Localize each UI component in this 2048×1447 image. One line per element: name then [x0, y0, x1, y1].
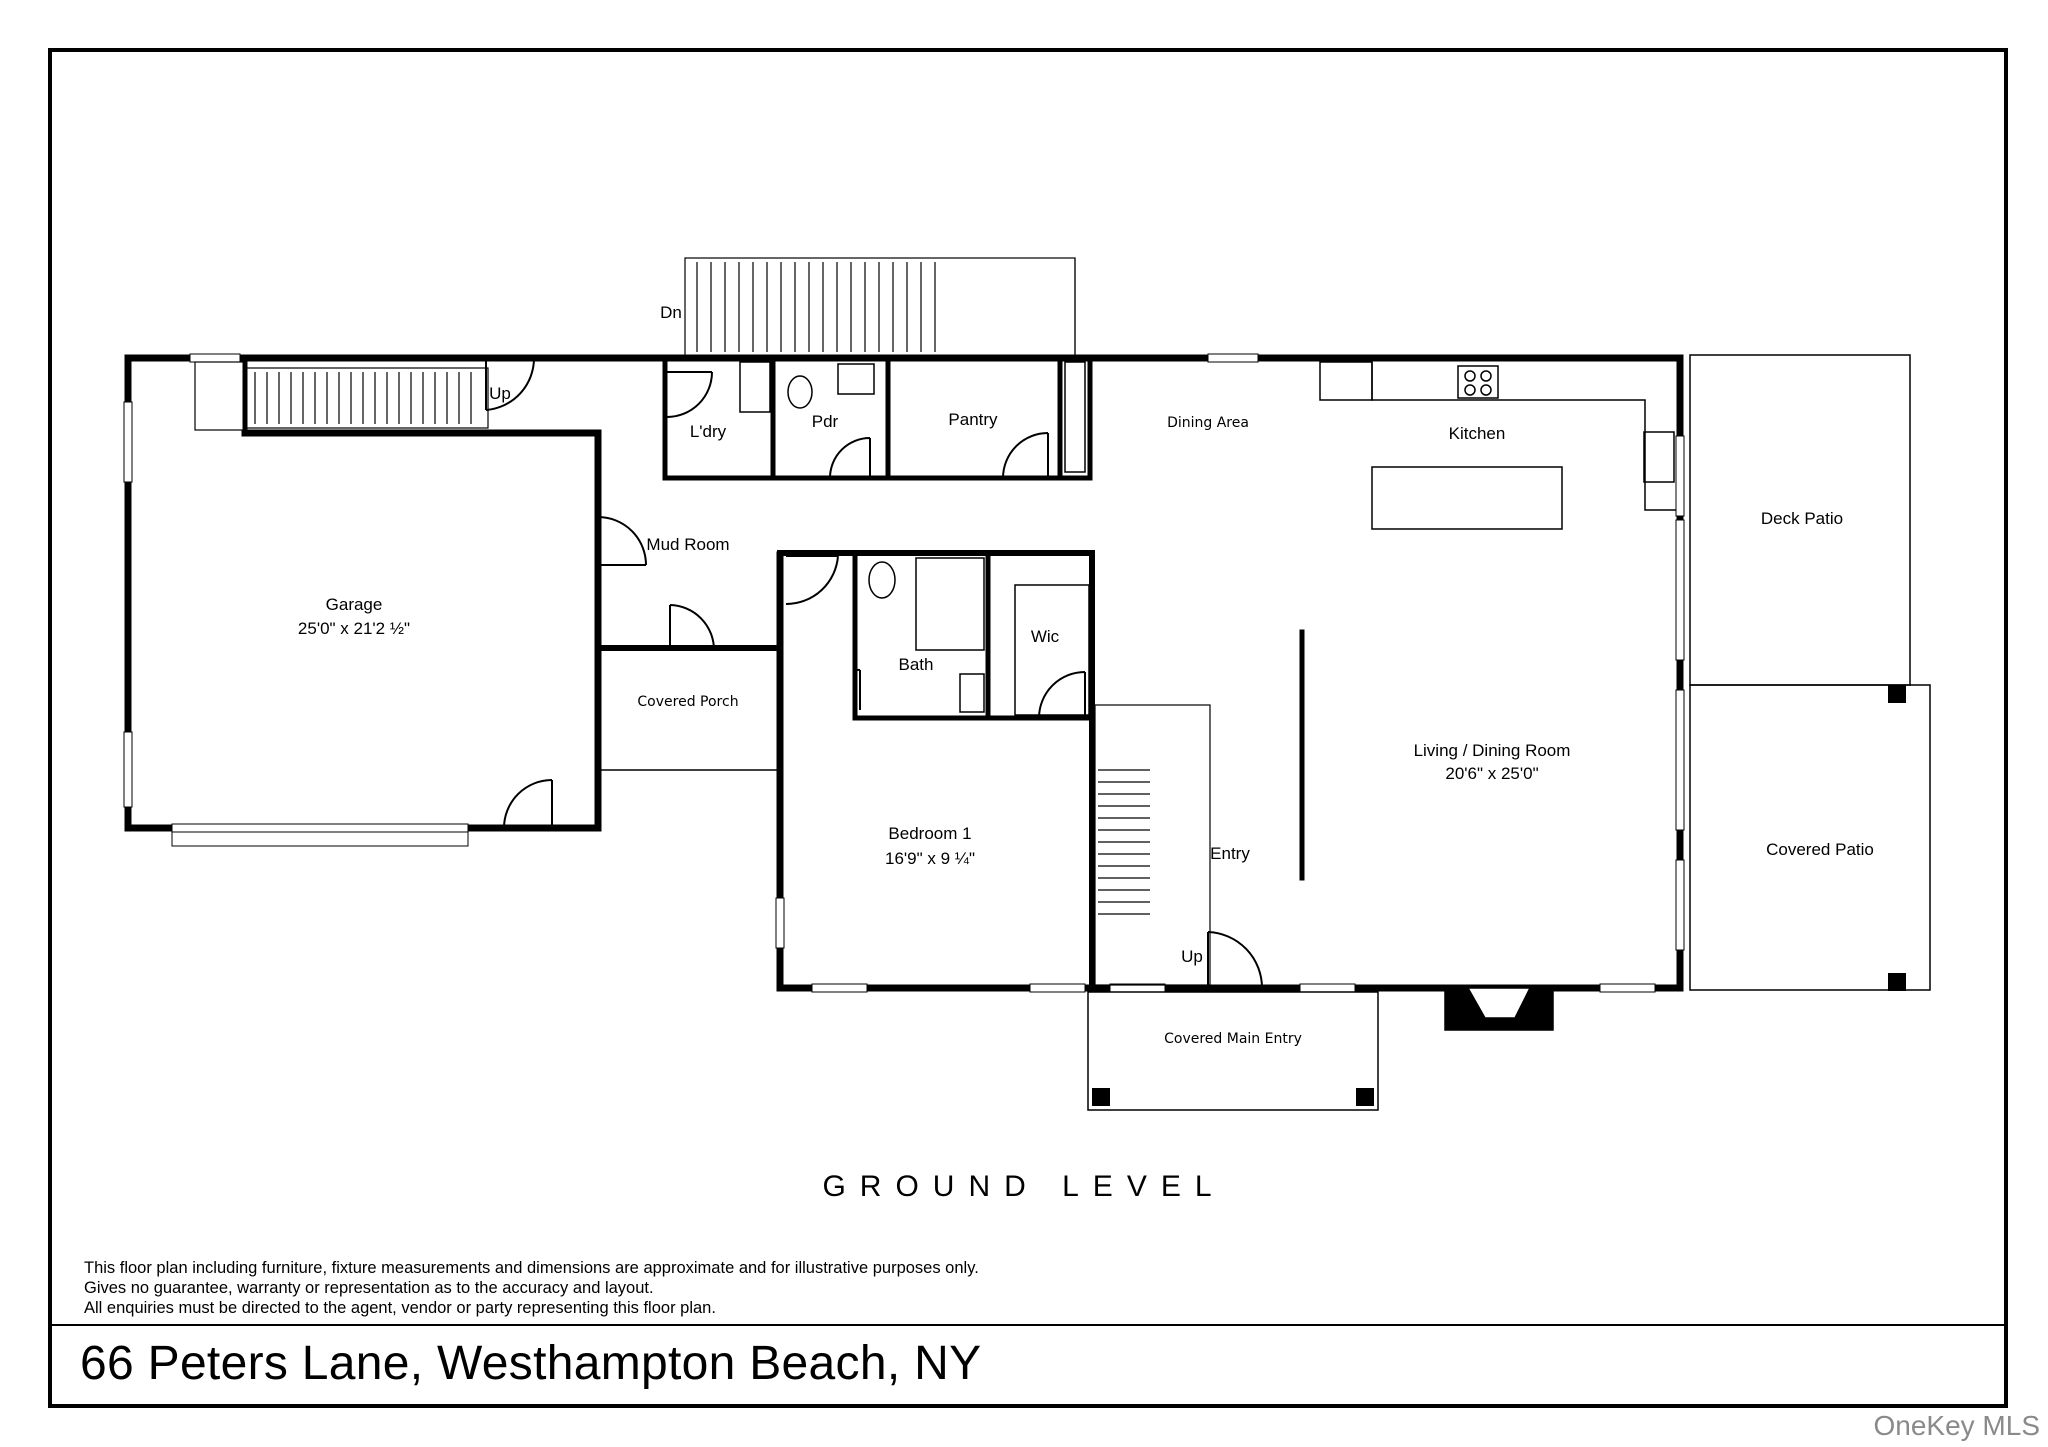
watermark: OneKey MLS — [1873, 1410, 2040, 1441]
deck-patio-label: Deck Patio — [1761, 509, 1843, 528]
entry-label: Entry — [1210, 844, 1250, 863]
exterior — [597, 354, 1931, 1111]
covered-porch-label: Covered Porch — [637, 694, 738, 710]
windows — [123, 353, 1685, 993]
bath-block — [777, 550, 1095, 721]
stairs-down-label: Dn — [660, 303, 682, 322]
fixtures — [739, 361, 1676, 1031]
stairs-up-garage-label: Up — [489, 384, 511, 403]
bedroom1-label: Bedroom 1 — [888, 824, 971, 843]
garage-dims: 25'0" x 21'2 ½" — [298, 619, 410, 638]
kitchen-island — [1371, 466, 1563, 530]
kitchen-label: Kitchen — [1449, 424, 1506, 443]
disclaimer-line: Gives no guarantee, warranty or represen… — [84, 1279, 654, 1297]
property-address: 66 Peters Lane, Westhampton Beach, NY — [80, 1337, 982, 1390]
stairs-up-entry-label: Up — [1181, 947, 1203, 966]
covered-main-entry-outline — [1087, 991, 1379, 1111]
dining-area-label: Dining Area — [1167, 415, 1249, 431]
covered-patio-label: Covered Patio — [1766, 840, 1874, 859]
living-dining-label: Living / Dining Room — [1414, 741, 1571, 760]
bath-label: Bath — [899, 655, 934, 674]
laundry-label: L'dry — [690, 422, 727, 441]
bedroom-outer-wall — [776, 551, 1444, 992]
mud-room-label: Mud Room — [646, 535, 729, 554]
wic-label: Wic — [1031, 627, 1060, 646]
pantry-label: Pantry — [948, 410, 998, 429]
level-title: GROUND LEVEL — [822, 1170, 1226, 1203]
disclaimer-line: This floor plan including furniture, fix… — [84, 1259, 979, 1277]
outer-frame — [48, 48, 2008, 1408]
garage-wall-right — [464, 429, 602, 832]
covered-patio-outline — [1689, 684, 1931, 991]
walls — [124, 354, 1684, 992]
disclaimer: This floor plan including furniture, fix… — [84, 1258, 979, 1318]
living-dining-dims: 20'6" x 25'0" — [1445, 764, 1538, 783]
doors — [485, 357, 1263, 989]
covered-porch-outline — [597, 649, 779, 771]
garage-label: Garage — [326, 595, 383, 614]
garage-wall-left — [124, 354, 176, 832]
posts — [1092, 685, 1906, 1106]
utility-block — [662, 355, 1093, 481]
covered-main-entry-label: Covered Main Entry — [1164, 1031, 1302, 1047]
mud-room-wall — [595, 645, 783, 991]
disclaimer-line: All enquiries must be directed to the ag… — [84, 1299, 716, 1317]
stairs — [194, 257, 1211, 986]
powder-label: Pdr — [812, 412, 839, 431]
bedroom1-dims: 16'9" x 9 ¼" — [885, 849, 975, 868]
